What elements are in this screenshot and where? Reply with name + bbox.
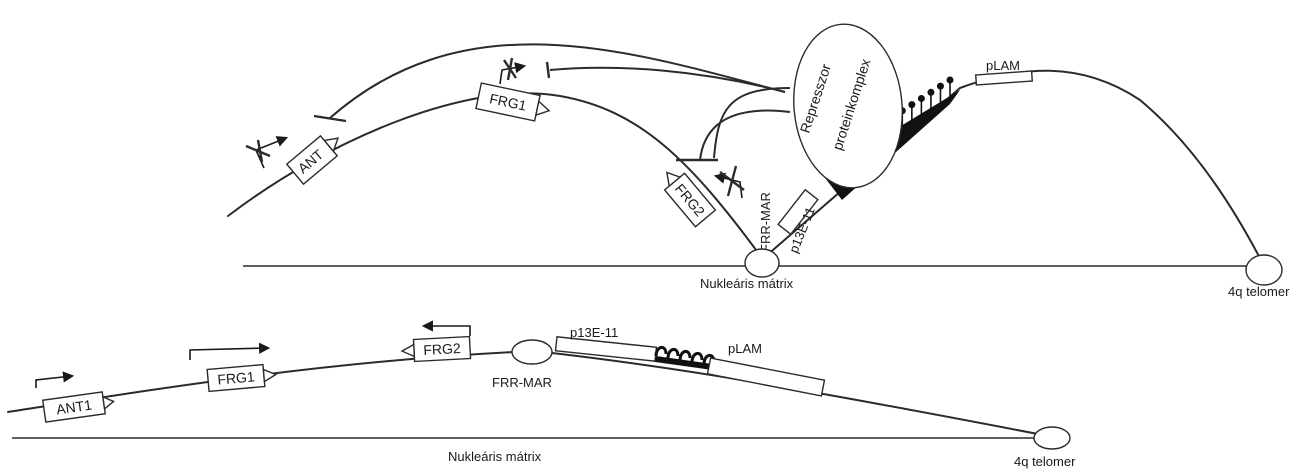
tss-frg2 (424, 326, 470, 336)
repression-arc-to-frg1 (550, 68, 785, 92)
top-panel: ANT FRG1 FRG2 F (228, 20, 1290, 299)
gene-plam-top (976, 71, 1033, 85)
tss-blocked-frg1 (500, 58, 524, 84)
repressor-marks-bottom (655, 347, 714, 370)
telomere-bottom (1034, 427, 1070, 449)
repressor-complex: Represszor proteinkomplex (787, 20, 909, 193)
gene-plam-bottom (708, 358, 825, 396)
chromatin-strand-bottom-right (552, 353, 1038, 434)
telomere-top (1246, 255, 1282, 285)
gene-label-plam-top: pLAM (986, 58, 1020, 73)
repressor-protein (947, 77, 954, 84)
gene-label-frg1-bottom: FRG1 (217, 368, 256, 387)
tss-ant1 (36, 376, 72, 388)
tss-blocked-ant (246, 138, 286, 168)
gene-ant-top: ANT (287, 128, 347, 184)
telomere-label-bottom: 4q telomer (1014, 454, 1076, 469)
repressor-protein (937, 83, 944, 90)
gene-frg1-bottom: FRG1 (207, 364, 277, 392)
gene-label-frg2-bottom: FRG2 (423, 340, 461, 358)
gene-ant1-bottom: ANT1 (43, 391, 115, 423)
bottom-panel: ANT1 FRG1 FRG2 FRR-MAR p13E-11 (8, 325, 1076, 469)
gene-label-plam-bottom: pLAM (728, 341, 762, 356)
frr-mar-label-bottom: FRR-MAR (492, 375, 552, 390)
frr-mar-anchor-top (745, 249, 779, 277)
gene-frg1-top: FRG1 (476, 83, 552, 123)
gene-frg2-top: FRG2 (657, 164, 715, 227)
matrix-label-top: Nukleáris mátrix (700, 276, 794, 291)
inhibition-bar-frg1 (547, 62, 549, 78)
repressor-protein (927, 89, 934, 96)
gene-p13e11-bottom (556, 337, 657, 361)
frr-mar-label-top: FRR-MAR (758, 192, 773, 252)
repressor-protein (908, 101, 915, 108)
repression-arc-to-ant (330, 44, 785, 118)
chromatin-strand-top-right (960, 71, 1262, 262)
repressor-protein (918, 95, 925, 102)
gene-label-p13e11-bottom: p13E-11 (570, 325, 618, 340)
repression-arc-to-frr (714, 88, 790, 158)
tss-frg1 (190, 348, 268, 360)
tss-blocked-frg2 (716, 166, 744, 198)
telomere-label-top: 4q telomer (1228, 284, 1290, 299)
frr-mar-anchor-bottom (512, 340, 552, 364)
matrix-label-bottom: Nukleáris mátrix (448, 449, 542, 464)
